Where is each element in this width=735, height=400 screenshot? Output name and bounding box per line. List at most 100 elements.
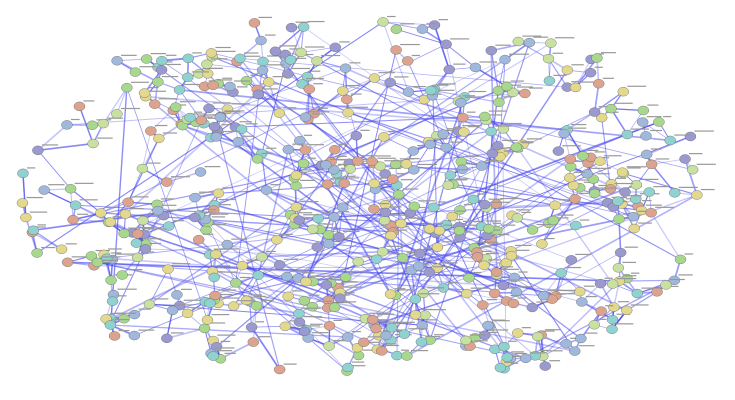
protein-node[interactable] [248, 16, 273, 28]
node-circle[interactable] [118, 228, 130, 239]
protein-node[interactable] [628, 222, 652, 234]
protein-node[interactable] [460, 334, 487, 346]
node-circle[interactable] [311, 242, 323, 252]
protein-node[interactable] [256, 250, 276, 262]
node-circle[interactable] [31, 248, 43, 258]
node-circle[interactable] [512, 328, 524, 338]
protein-node[interactable] [378, 130, 396, 142]
node-circle[interactable] [621, 129, 633, 140]
protein-node[interactable] [409, 293, 440, 304]
protein-node[interactable] [273, 258, 299, 270]
protein-node[interactable] [637, 104, 659, 116]
protein-node[interactable] [67, 213, 89, 225]
protein-node[interactable] [531, 330, 555, 342]
protein-node[interactable] [299, 111, 330, 122]
protein-node[interactable] [409, 308, 432, 320]
protein-node[interactable] [437, 128, 458, 139]
node-circle[interactable] [416, 24, 429, 34]
node-circle[interactable] [208, 272, 220, 283]
protein-node[interactable] [247, 336, 271, 347]
protein-node[interactable] [73, 100, 95, 112]
node-circle[interactable] [591, 53, 603, 63]
node-circle[interactable] [574, 286, 586, 297]
node-circle[interactable] [581, 169, 593, 179]
protein-node[interactable] [569, 81, 594, 93]
node-circle[interactable] [262, 77, 275, 87]
protein-node[interactable] [293, 316, 322, 327]
node-circle[interactable] [485, 45, 497, 56]
node-circle[interactable] [428, 202, 440, 213]
node-circle[interactable] [203, 103, 215, 114]
protein-node[interactable] [552, 145, 581, 156]
protein-node[interactable] [209, 289, 236, 301]
node-circle[interactable] [122, 197, 134, 207]
node-circle[interactable] [604, 184, 617, 194]
node-circle[interactable] [526, 225, 539, 235]
node-circle[interactable] [350, 131, 363, 141]
node-circle[interactable] [342, 107, 354, 118]
node-circle[interactable] [105, 275, 117, 285]
node-circle[interactable] [200, 225, 212, 235]
protein-node[interactable] [529, 349, 549, 361]
node-circle[interactable] [512, 36, 524, 47]
node-circle[interactable] [398, 329, 411, 339]
protein-node[interactable] [323, 319, 343, 331]
protein-node[interactable] [122, 196, 149, 207]
node-circle[interactable] [686, 165, 699, 175]
node-circle[interactable] [69, 200, 82, 210]
protein-node[interactable] [542, 52, 564, 64]
protein-node[interactable] [320, 278, 346, 290]
protein-node[interactable] [446, 210, 467, 222]
node-circle[interactable] [643, 187, 655, 197]
node-circle[interactable] [407, 146, 419, 156]
protein-node[interactable] [606, 278, 637, 289]
protein-node[interactable] [505, 249, 530, 261]
protein-node[interactable] [161, 176, 190, 187]
node-circle[interactable] [617, 86, 630, 97]
node-circle[interactable] [440, 142, 452, 153]
node-circle[interactable] [479, 199, 491, 210]
node-circle[interactable] [378, 132, 390, 142]
node-circle[interactable] [637, 117, 649, 127]
node-circle[interactable] [204, 298, 216, 308]
node-circle[interactable] [684, 131, 697, 142]
protein-node[interactable] [476, 160, 503, 171]
protein-node[interactable] [312, 212, 333, 224]
protein-node[interactable] [201, 58, 228, 69]
node-circle[interactable] [440, 39, 452, 49]
protein-node[interactable] [352, 349, 377, 361]
node-circle[interactable] [395, 218, 407, 229]
node-circle[interactable] [433, 225, 446, 236]
protein-node[interactable] [593, 77, 614, 89]
protein-node[interactable] [458, 125, 480, 137]
node-circle[interactable] [339, 63, 352, 73]
protein-node[interactable] [106, 295, 127, 306]
node-circle[interactable] [290, 181, 302, 191]
protein-node[interactable] [482, 319, 506, 331]
node-circle[interactable] [368, 204, 380, 214]
node-circle[interactable] [400, 159, 413, 169]
node-circle[interactable] [645, 208, 657, 218]
protein-node[interactable] [407, 144, 432, 156]
protein-node[interactable] [350, 129, 370, 141]
node-circle[interactable] [374, 161, 386, 171]
node-circle[interactable] [166, 305, 179, 316]
node-circle[interactable] [193, 234, 205, 245]
protein-node[interactable] [679, 153, 703, 164]
node-circle[interactable] [497, 280, 510, 291]
node-circle[interactable] [380, 330, 392, 341]
node-circle[interactable] [499, 54, 511, 65]
node-circle[interactable] [560, 339, 572, 349]
protein-node[interactable] [69, 199, 98, 210]
protein-node[interactable] [181, 307, 203, 319]
protein-node[interactable] [17, 167, 36, 179]
node-circle[interactable] [674, 254, 687, 265]
protein-node[interactable] [440, 141, 463, 153]
protein-node[interactable] [386, 321, 415, 333]
protein-node[interactable] [333, 230, 360, 242]
node-circle[interactable] [273, 364, 286, 375]
node-circle[interactable] [290, 202, 302, 212]
node-circle[interactable] [437, 129, 449, 139]
node-circle[interactable] [460, 335, 472, 346]
protein-node[interactable] [402, 85, 426, 97]
